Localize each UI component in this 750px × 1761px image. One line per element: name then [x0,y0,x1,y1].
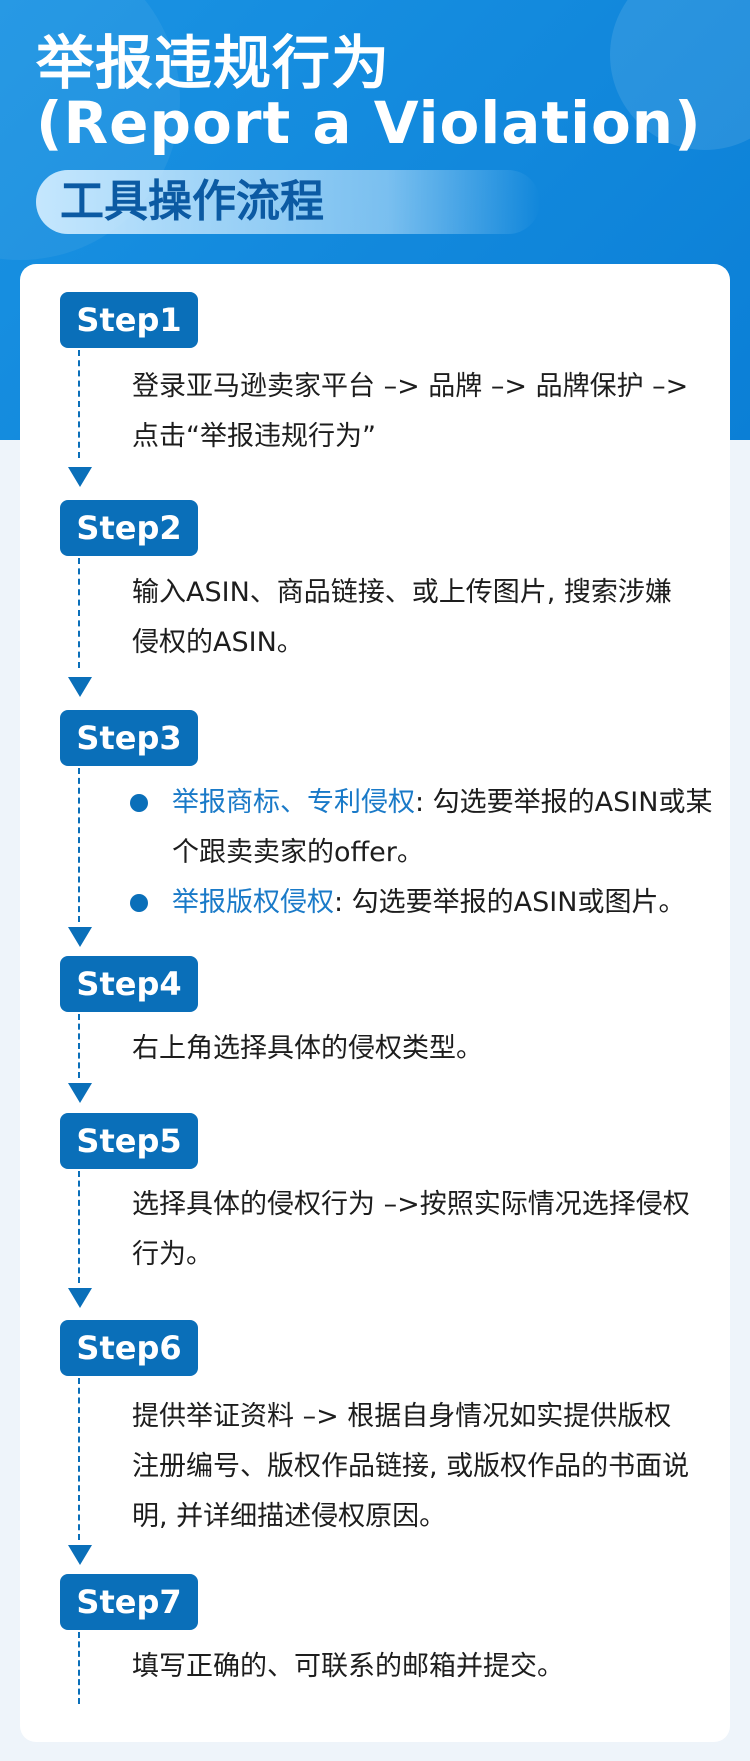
step-connector [78,350,80,458]
down-arrow-icon [68,927,92,947]
page-title: 举报违规行为 [36,29,391,97]
bullet-text: : 勾选要举报的ASIN或某个跟卖卖家的offer。 [172,787,713,868]
step-connector [78,1632,80,1704]
down-arrow-icon [68,1545,92,1565]
bullet-highlight: 举报商标、专利侵权 [172,787,415,818]
step-description: 选择具体的侵权行为 –>按照实际情况选择侵权行为。 [132,1189,690,1270]
step-connector [78,1378,80,1540]
step-badge: Step7 [60,1574,198,1630]
bullet-text: : 勾选要举报的ASIN或图片。 [334,887,686,918]
step-connector [78,558,80,668]
step-description: 输入ASIN、商品链接、或上传图片, 搜索涉嫌侵权的ASIN。 [132,577,672,658]
step-connector [78,1014,80,1078]
step-description: 登录亚马逊卖家平台 –> 品牌 –> 品牌保护 –> 点击“举报违规行为” [132,371,689,452]
bullet-highlight: 举报版权侵权 [172,887,334,918]
step-badge: Step3 [60,710,198,766]
down-arrow-icon [68,1288,92,1308]
bullet-icon [130,894,148,912]
step-badge: Step1 [60,292,198,348]
page-subtitle: 工具操作流程 [60,176,324,227]
step-badge: Step4 [60,956,198,1012]
page-title-english: (Report a Violation) [36,89,702,157]
subtitle-pill [36,170,540,234]
step-description: 提供举证资料 –> 根据自身情况如实提供版权注册编号、版权作品链接, 或版权作品… [132,1401,690,1532]
step-badge: Step6 [60,1320,198,1376]
step-description: 右上角选择具体的侵权类型。 [132,1033,483,1064]
bullet-item: 举报商标、专利侵权: 勾选要举报的ASIN或某个跟卖卖家的offer。 [172,778,727,878]
bullet-icon [130,794,148,812]
step-connector [78,1171,80,1283]
step-badge: Step5 [60,1113,198,1169]
bullet-item: 举报版权侵权: 勾选要举报的ASIN或图片。 [172,878,727,928]
step-badge: Step2 [60,500,198,556]
down-arrow-icon [68,1083,92,1103]
step-description: 填写正确的、可联系的邮箱并提交。 [132,1651,564,1682]
step-connector [78,768,80,922]
down-arrow-icon [68,467,92,487]
down-arrow-icon [68,677,92,697]
